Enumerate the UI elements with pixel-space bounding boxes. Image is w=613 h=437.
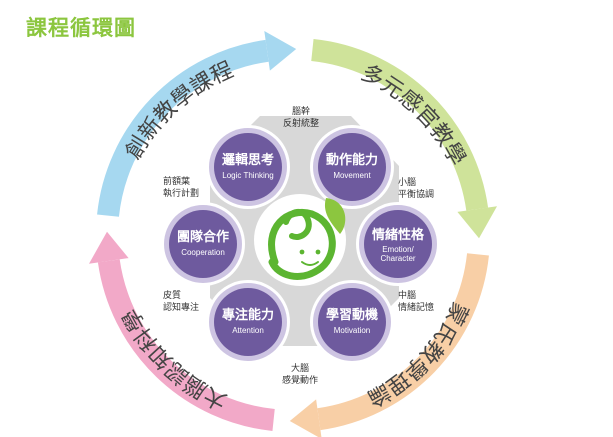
node-circle xyxy=(169,210,237,278)
node-title: 專注能力 xyxy=(222,307,274,323)
node-circle xyxy=(214,288,282,356)
ring-segment xyxy=(97,39,269,217)
node-subtitle: Cooperation xyxy=(181,248,225,257)
node-subtitle: Logic Thinking xyxy=(222,171,273,180)
node-2: 動作能力 Movement xyxy=(310,125,394,209)
ring-arrowhead xyxy=(89,231,129,264)
ring-segment xyxy=(311,39,489,211)
brain-label: 執行計劃 xyxy=(163,187,199,199)
ring-arrowhead xyxy=(264,31,297,71)
brain-label: 前額葉 xyxy=(163,175,190,187)
node-4: 學習動機 Motivation xyxy=(310,280,394,364)
node-subtitle: Character xyxy=(380,254,415,263)
ring-arrowhead xyxy=(289,399,322,437)
node-circle xyxy=(364,210,432,278)
brain-label: 反射統整 xyxy=(283,117,319,129)
node-subtitle: Motivation xyxy=(334,326,370,335)
node-6: 團隊合作 Cooperation xyxy=(161,202,245,286)
node-title: 動作能力 xyxy=(326,152,378,168)
node-circle xyxy=(318,288,386,356)
brain-label: 皮質 xyxy=(163,289,181,301)
node-title: 情緒性格 xyxy=(372,227,425,243)
brain-label: 平衡協調 xyxy=(398,188,434,200)
node-circle xyxy=(214,133,282,201)
brain-label: 腦幹 xyxy=(292,105,310,117)
page-title: 課程循環圖 xyxy=(26,16,136,40)
ring-segment xyxy=(317,253,489,431)
node-1: 邏輯思考 Logic Thinking xyxy=(206,125,290,209)
node-subtitle: Emotion/ xyxy=(382,245,414,254)
brain-label: 情緒記憶 xyxy=(398,301,434,313)
node-title: 團隊合作 xyxy=(177,229,229,245)
ability-nodes: 邏輯思考 Logic Thinking 動作能力 Movement 情緒性格 Emotio… xyxy=(161,125,440,364)
ring-segment xyxy=(97,259,275,431)
node-subtitle: Movement xyxy=(333,171,371,180)
brain-label: 感覺動作 xyxy=(282,374,318,386)
center-logo-icon xyxy=(254,194,346,286)
brain-label: 認知專注 xyxy=(163,301,199,313)
node-title: 邏輯思考 xyxy=(222,152,274,168)
brain-label: 大腦 xyxy=(291,362,309,374)
node-subtitle: Attention xyxy=(232,326,264,335)
node-circle xyxy=(318,133,386,201)
brain-label: 小腦 xyxy=(398,176,416,188)
node-3: 情緒性格 Emotion/Character xyxy=(356,202,440,286)
ring-arrowhead xyxy=(457,206,497,239)
node-5: 專注能力 Attention xyxy=(206,280,290,364)
brain-label: 中腦 xyxy=(398,289,416,301)
node-title: 學習動機 xyxy=(326,307,378,323)
